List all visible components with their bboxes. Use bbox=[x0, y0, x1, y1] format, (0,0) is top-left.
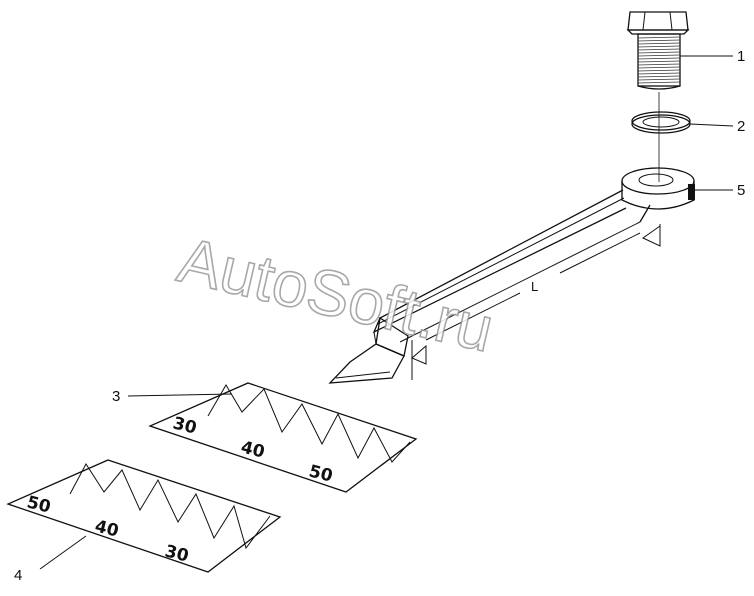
scale-4-value-3: 30 bbox=[163, 541, 191, 566]
scale-label-part-3: 30 40 50 bbox=[148, 382, 418, 493]
callouts: 1 2 3 4 5 bbox=[14, 48, 745, 584]
knife-part-5 bbox=[328, 167, 695, 384]
dimension-label: L bbox=[531, 279, 538, 294]
scale-4-value-1: 50 bbox=[25, 492, 53, 517]
scale-label-part-4: 50 40 30 bbox=[6, 459, 282, 573]
washer-part-2 bbox=[631, 111, 691, 134]
callout-5: 5 bbox=[737, 182, 745, 199]
callout-1: 1 bbox=[737, 48, 745, 65]
scale-3-value-3: 50 bbox=[307, 461, 335, 486]
bolt-thread bbox=[637, 36, 681, 84]
callout-4: 4 bbox=[14, 567, 22, 584]
dimension-L: L bbox=[411, 224, 661, 380]
watermark: AutoSoft.ru bbox=[172, 223, 500, 365]
scale-4-value-2: 40 bbox=[93, 516, 121, 541]
callout-3: 3 bbox=[112, 388, 120, 405]
scale-3-value-2: 40 bbox=[239, 437, 267, 462]
callout-2: 2 bbox=[737, 118, 745, 135]
bolt-part-1 bbox=[626, 11, 690, 90]
